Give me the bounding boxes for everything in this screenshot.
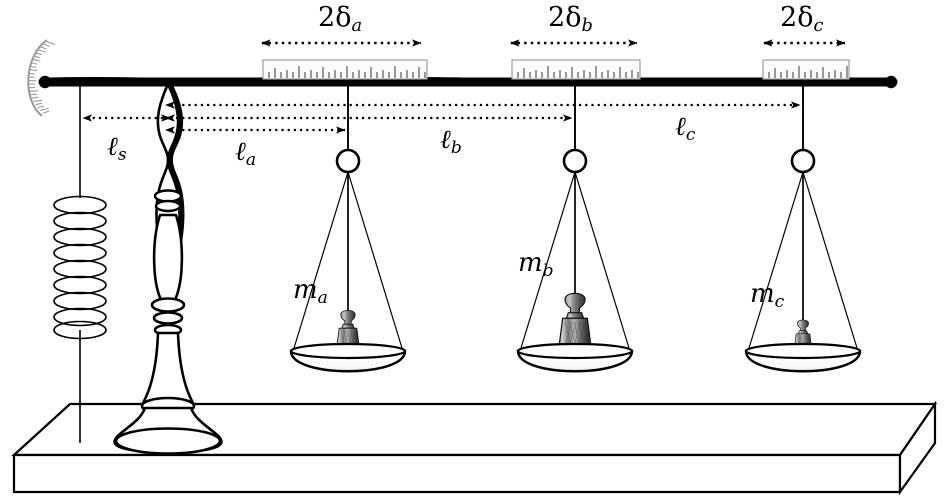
hanger-assembly-a: [289, 84, 407, 373]
arc-gauge-icon: [27, 39, 56, 117]
hanger-assembly-b: [516, 84, 634, 373]
spring-assembly: [53, 84, 107, 443]
label-delta-b: 2δb: [548, 2, 593, 36]
label-ell-c: ℓc: [675, 112, 696, 145]
label-mass-a: ma: [293, 275, 328, 308]
label-ell-s: ℓs: [107, 132, 127, 165]
balance-beam: [38, 75, 898, 89]
table-platform: [11, 400, 938, 496]
ruler-scale-delta-a: [262, 59, 428, 80]
label-delta-c: 2δc: [780, 2, 824, 36]
label-mass-b: mb: [518, 248, 554, 281]
label-delta-a: 2δa: [318, 2, 363, 36]
ruler-scale-delta-b: [511, 59, 641, 80]
hanger-assembly-c: [744, 84, 862, 373]
ruler-scale-delta-c: [762, 59, 850, 80]
label-mass-c: mc: [750, 279, 785, 312]
fulcrum-arrowheads: [161, 101, 175, 134]
fulcrum-stand: [113, 83, 223, 455]
label-ell-a: ℓa: [235, 137, 257, 170]
label-ell-b: ℓb: [440, 125, 462, 158]
